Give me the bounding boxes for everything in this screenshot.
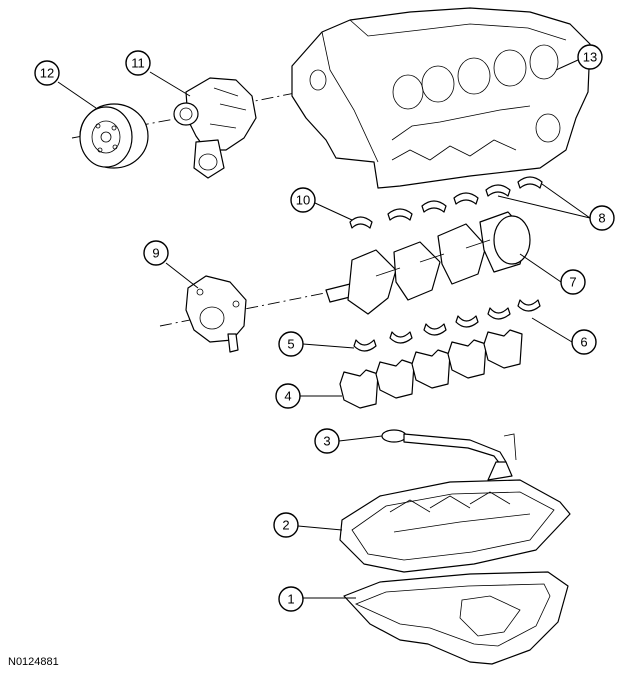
callout-6: 6 (571, 329, 597, 355)
windage-tray-part (339, 479, 571, 573)
callout-2: 2 (273, 512, 299, 538)
callout-6-label: 6 (580, 335, 587, 350)
callout-13-label: 13 (583, 50, 597, 65)
leader-7 (519, 253, 562, 283)
callout-1: 1 (278, 586, 304, 612)
oil-pan-part (343, 571, 569, 665)
leader-9 (165, 262, 199, 289)
callout-3-label: 3 (323, 434, 330, 449)
upper-bearing-shells-part (349, 176, 543, 229)
leader-11 (149, 71, 191, 97)
callout-13: 13 (577, 44, 603, 70)
callout-9: 9 (143, 240, 169, 266)
leader-6 (531, 317, 573, 343)
oil-pickup-tube-part (381, 429, 517, 481)
callout-12-label: 12 (40, 66, 54, 81)
callout-4: 4 (275, 383, 301, 409)
callout-8-label: 8 (598, 211, 605, 226)
leader-12 (57, 81, 97, 109)
leader-8 (497, 183, 591, 219)
callout-7-label: 7 (569, 275, 576, 290)
callout-10: 10 (290, 187, 316, 213)
callout-8: 8 (589, 205, 615, 231)
oil-pump-part (185, 275, 247, 353)
callout-10-label: 10 (296, 193, 310, 208)
leader-13 (555, 59, 579, 71)
callout-5-label: 5 (287, 337, 294, 352)
callout-2-label: 2 (282, 518, 289, 533)
callout-12: 12 (34, 60, 60, 86)
cylinder-block-part (291, 7, 591, 189)
leader-3 (338, 435, 383, 442)
callout-7: 7 (560, 269, 586, 295)
figure-reference-id: N0124881 (8, 656, 59, 668)
main-bearing-caps-part (339, 329, 523, 409)
water-pump-part (173, 77, 257, 179)
callout-9-label: 9 (152, 246, 159, 261)
leader-lines (57, 59, 591, 599)
crankshaft-pulley-part (79, 103, 149, 169)
callout-1-label: 1 (287, 592, 294, 607)
crankshaft-part (325, 211, 531, 315)
callout-11: 11 (125, 50, 151, 76)
leader-2 (297, 525, 343, 531)
crank-centerline (159, 291, 331, 327)
lower-bearing-shells-part (353, 299, 541, 352)
callout-11-label: 11 (131, 56, 145, 71)
callout-5: 5 (278, 331, 304, 357)
leader-10 (314, 202, 353, 221)
leader-5 (302, 343, 355, 349)
callout-4-label: 4 (284, 389, 291, 404)
callout-3: 3 (314, 428, 340, 454)
